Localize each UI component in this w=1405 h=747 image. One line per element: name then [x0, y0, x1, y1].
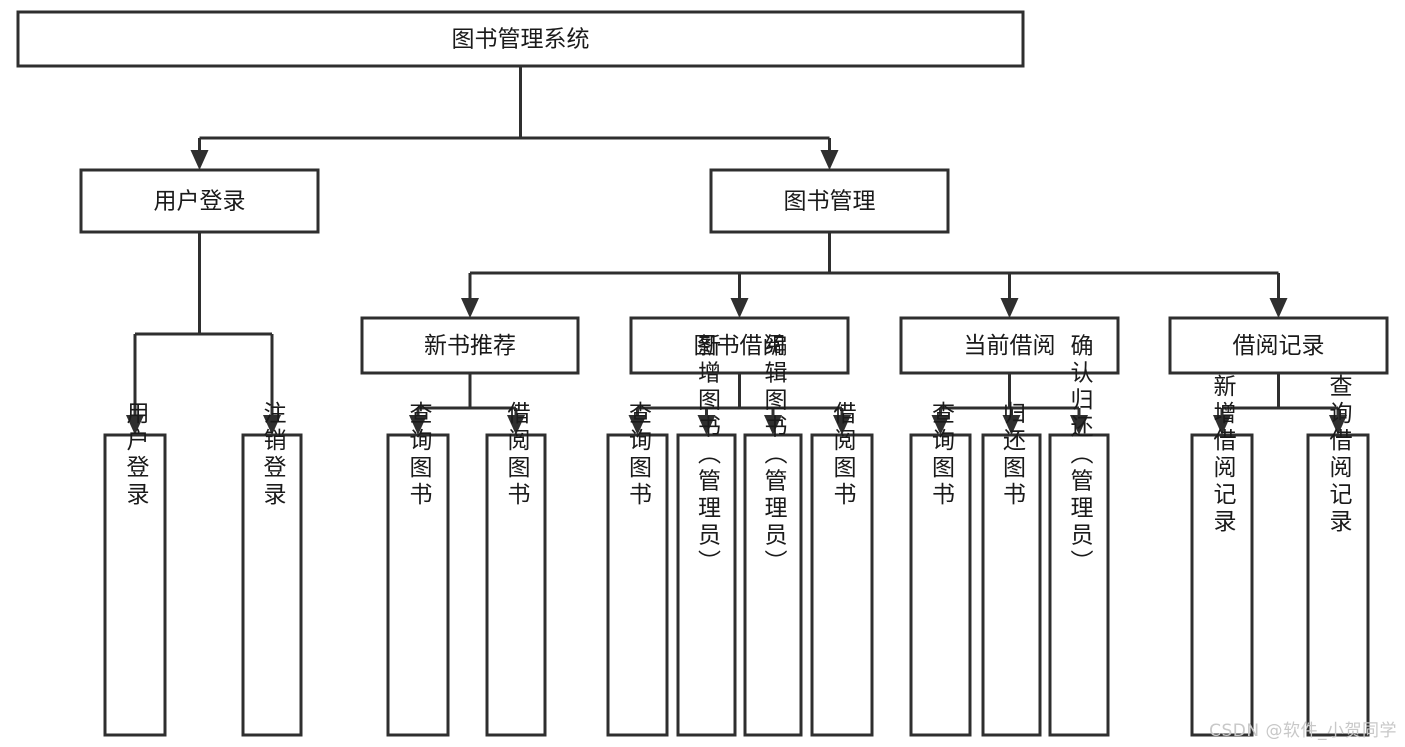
node-box	[606, 433, 669, 737]
nodes-layer: 图书管理系统用户登录图书管理新书推荐图书借阅当前借阅借阅记录用户登录注销登录查询…	[16, 10, 1389, 737]
node-label: 用户登录	[154, 189, 246, 215]
node-label: 查询图书	[405, 401, 433, 509]
arrow-head-icon	[1269, 298, 1288, 318]
node-box	[629, 316, 850, 375]
node-leaf-logout[interactable]: 注销登录	[241, 401, 303, 737]
arrow-head-icon	[764, 415, 782, 435]
arrow-head-icon	[1070, 415, 1088, 435]
arrow-head-icon	[507, 415, 525, 435]
node-box	[810, 433, 874, 737]
edge-group-current-borrow	[931, 373, 1088, 435]
node-label: 查询图书	[928, 401, 956, 509]
node-box	[676, 433, 737, 737]
arrow-head-icon	[697, 415, 716, 435]
arrow-head-icon	[1000, 298, 1019, 318]
node-label: 借阅图书	[829, 401, 857, 509]
node-label: 新增图书（管理员）	[694, 334, 722, 577]
node-book-management[interactable]: 图书管理	[709, 168, 950, 234]
node-label: 用户登录	[122, 401, 150, 509]
arrow-head-icon	[1213, 415, 1231, 435]
node-label: 查询图书	[625, 401, 653, 509]
node-box	[1306, 433, 1370, 737]
arrow-head-icon	[461, 298, 479, 318]
arrow-head-icon	[833, 415, 851, 435]
node-leaf-confirm-return-admin[interactable]: 确认归还（管理员）	[1048, 334, 1110, 737]
node-leaf-add-borrow-record[interactable]: 新增借阅记录	[1190, 374, 1254, 737]
edge-group-root	[190, 66, 839, 170]
node-leaf-borrow-book-2[interactable]: 借阅图书	[810, 401, 874, 737]
node-label: 图书管理系统	[452, 27, 590, 53]
node-label: 编辑图书（管理员）	[760, 334, 788, 577]
arrow-head-icon	[1002, 415, 1021, 435]
node-box	[1168, 316, 1389, 375]
node-label: 借阅记录	[1233, 333, 1325, 359]
node-label: 归还图书	[999, 401, 1027, 509]
watermark-text: CSDN @软件_小贺同学	[1209, 721, 1397, 741]
node-box	[743, 433, 803, 737]
node-label: 确认归还（管理员）	[1066, 334, 1094, 577]
node-label: 新增借阅记录	[1209, 374, 1237, 536]
node-label: 注销登录	[259, 401, 287, 509]
node-current-borrow[interactable]: 当前借阅	[899, 316, 1120, 375]
node-box	[981, 433, 1042, 737]
edge-group-user-login	[126, 232, 281, 435]
node-leaf-return-book[interactable]: 归还图书	[981, 401, 1042, 737]
node-label: 图书借阅	[694, 333, 786, 359]
node-new-book-recommend[interactable]: 新书推荐	[360, 316, 580, 375]
node-box	[899, 316, 1120, 375]
node-box	[360, 316, 580, 375]
arrow-head-icon	[190, 150, 209, 170]
arrow-head-icon	[263, 415, 281, 435]
node-box	[1190, 433, 1254, 737]
node-leaf-query-book-3[interactable]: 查询图书	[909, 401, 972, 737]
node-leaf-add-book-admin[interactable]: 新增图书（管理员）	[676, 334, 737, 737]
node-leaf-query-borrow-record[interactable]: 查询借阅记录	[1306, 374, 1370, 737]
arrow-head-icon	[126, 415, 144, 435]
node-borrow-record[interactable]: 借阅记录	[1168, 316, 1389, 375]
node-label: 当前借阅	[964, 333, 1056, 359]
node-leaf-query-book-1[interactable]: 查询图书	[386, 401, 450, 737]
edge-group-book-borrow	[628, 373, 851, 435]
node-label: 借阅图书	[503, 401, 531, 509]
node-label: 新书推荐	[424, 333, 516, 359]
node-box	[241, 433, 303, 737]
node-leaf-user-login[interactable]: 用户登录	[103, 401, 167, 737]
node-box	[709, 168, 950, 234]
node-leaf-borrow-book-1[interactable]: 借阅图书	[485, 401, 547, 737]
node-leaf-edit-book-admin[interactable]: 编辑图书（管理员）	[743, 334, 803, 737]
edge-group-book-management	[461, 232, 1288, 318]
arrow-head-icon	[1329, 415, 1347, 435]
node-user-login[interactable]: 用户登录	[79, 168, 320, 234]
node-box	[386, 433, 450, 737]
edge-group-borrow-record	[1213, 373, 1347, 435]
node-box	[1048, 433, 1110, 737]
edge-group-new-book-recommend	[409, 373, 525, 435]
node-leaf-query-book-2[interactable]: 查询图书	[606, 401, 669, 737]
arrow-head-icon	[628, 415, 647, 435]
arrow-head-icon	[931, 415, 950, 435]
node-label: 查询借阅记录	[1325, 374, 1353, 536]
node-box	[79, 168, 320, 234]
edges-layer	[126, 66, 1347, 435]
node-box	[485, 433, 547, 737]
node-root[interactable]: 图书管理系统	[16, 10, 1025, 68]
node-box	[16, 10, 1025, 68]
arrow-head-icon	[820, 150, 839, 170]
node-box	[909, 433, 972, 737]
arrow-head-icon	[730, 298, 749, 318]
node-label: 图书管理	[784, 189, 876, 215]
node-box	[103, 433, 167, 737]
arrow-head-icon	[409, 415, 427, 435]
node-book-borrow[interactable]: 图书借阅	[629, 316, 850, 375]
